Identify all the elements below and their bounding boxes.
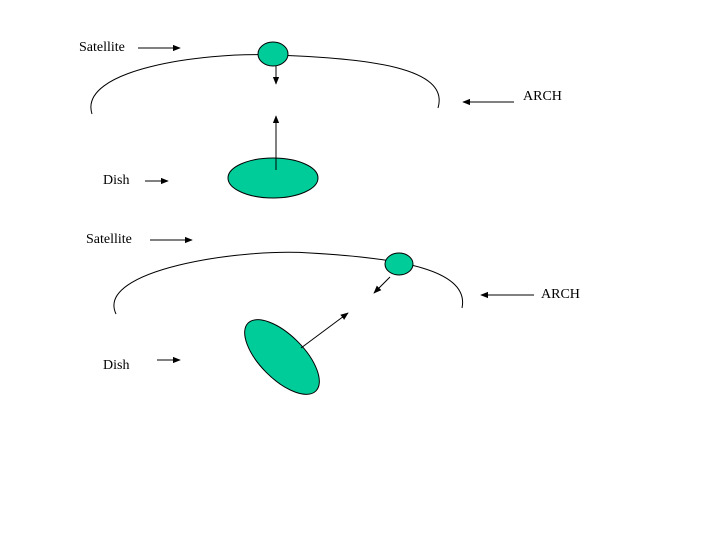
dish-label-1: Dish bbox=[103, 173, 130, 188]
arch-label-2: ARCH bbox=[541, 287, 580, 302]
satellite-1 bbox=[257, 41, 289, 67]
dish-label-2: Dish bbox=[103, 358, 130, 373]
uplink-arrow-2 bbox=[300, 312, 349, 349]
satellite-label-2: Satellite bbox=[86, 232, 132, 247]
dish-1 bbox=[227, 157, 319, 199]
arch-label-1: ARCH bbox=[523, 89, 562, 104]
satellite-label-1: Satellite bbox=[79, 40, 125, 55]
satellite-2 bbox=[384, 252, 414, 276]
downlink-arrow-2 bbox=[373, 276, 391, 294]
dish-2 bbox=[244, 319, 320, 395]
orbit-arch-2 bbox=[113, 251, 464, 315]
diagram-2 bbox=[113, 236, 534, 395]
diagram-1 bbox=[90, 41, 514, 199]
